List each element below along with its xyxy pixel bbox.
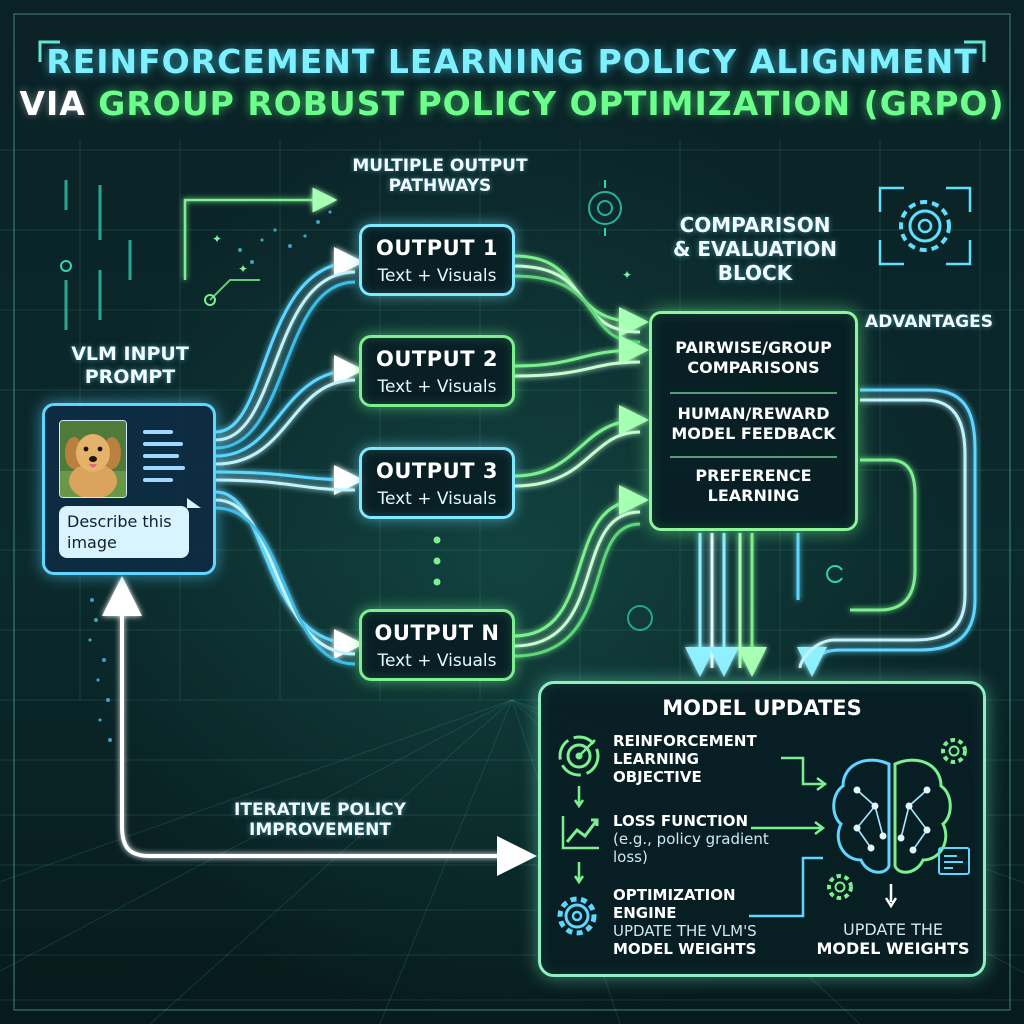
text-line [143, 466, 185, 470]
output-card-n: OUTPUT N Text + Visuals [359, 609, 515, 681]
sparkle-icon: ✦ [238, 262, 248, 276]
sparkle-icon: ✦ [622, 268, 632, 282]
text-line [143, 430, 173, 434]
output-title: OUTPUT N [362, 621, 512, 645]
text-line [143, 454, 179, 458]
dog-image [60, 421, 126, 497]
text-line [143, 442, 183, 446]
output-subtitle: Text + Visuals [362, 266, 512, 286]
loop-label: ITERATIVE POLICY IMPROVEMENT [220, 800, 420, 841]
output-title: OUTPUT 2 [362, 347, 512, 371]
eval-item-preference: PREFERENCE LEARNING [652, 466, 855, 506]
code-window-icon [937, 846, 971, 876]
output-card-1: OUTPUT 1 Text + Visuals [359, 224, 515, 296]
subtitle-prefix: VIA [19, 84, 98, 123]
prompt-bubble: Describe this image [59, 506, 189, 558]
divider [670, 392, 837, 394]
gear-icon [823, 870, 857, 904]
page-title: REINFORCEMENT LEARNING POLICY ALIGNMENT [0, 42, 1024, 81]
pathways-label: MULTIPLE OUTPUT PATHWAYS [330, 156, 550, 197]
output-card-2: OUTPUT 2 Text + Visuals [359, 335, 515, 407]
input-heading: VLM INPUT PROMPT [40, 343, 220, 389]
gear-icon [937, 734, 971, 768]
output-title: OUTPUT 3 [362, 459, 512, 483]
page-subtitle: VIA GROUP ROBUST POLICY OPTIMIZATION (GR… [0, 84, 1024, 123]
subtitle-highlight: GROUP ROBUST POLICY OPTIMIZATION (GRPO) [98, 84, 1004, 123]
eval-item-comparisons: PAIRWISE/GROUP COMPARISONS [652, 338, 855, 378]
arrow-down-icon [883, 884, 899, 908]
advantages-label: ADVANTAGES [862, 312, 996, 332]
model-updates-panel: MODEL UPDATES REINFORCEMENT LEARNING OBJ… [538, 681, 986, 977]
vlm-input-card: Describe this image [42, 403, 216, 575]
text-line [143, 478, 173, 482]
output-title: OUTPUT 1 [362, 236, 512, 260]
speech-bubble-tail [187, 498, 201, 508]
output-subtitle: Text + Visuals [362, 651, 512, 671]
output-subtitle: Text + Visuals [362, 489, 512, 509]
output-card-3: OUTPUT 3 Text + Visuals [359, 447, 515, 519]
divider [670, 456, 837, 458]
eval-item-feedback: HUMAN/REWARD MODEL FEEDBACK [652, 404, 855, 444]
evaluation-heading: COMPARISON & EVALUATION BLOCK [640, 213, 870, 285]
dog-photo [59, 420, 127, 498]
brain-caption: UPDATE THE MODEL WEIGHTS [813, 920, 973, 958]
evaluation-block: PAIRWISE/GROUP COMPARISONS HUMAN/REWARD … [649, 311, 858, 531]
output-subtitle: Text + Visuals [362, 377, 512, 397]
sparkle-icon: ✦ [212, 232, 222, 246]
